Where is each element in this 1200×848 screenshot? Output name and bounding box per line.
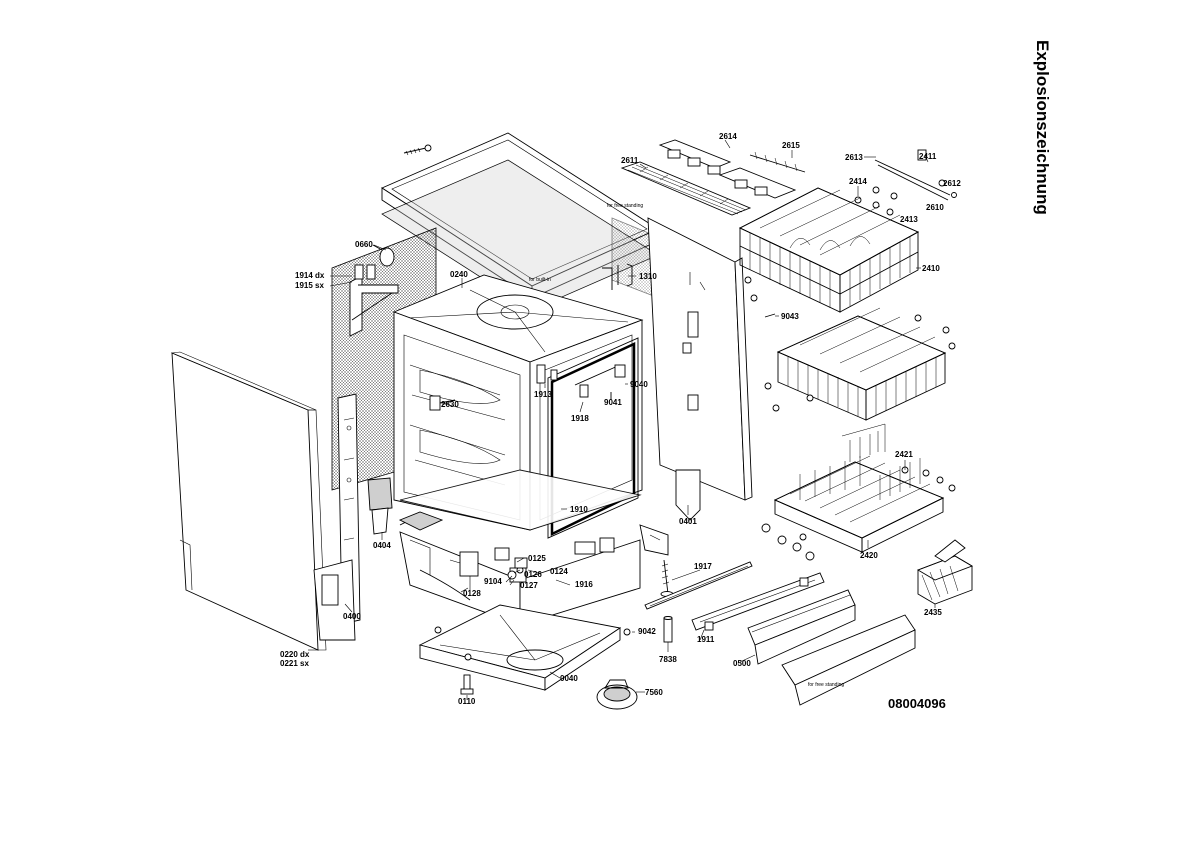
part-1918 [574,364,621,398]
label-2421: 2421 [895,450,913,459]
bracket-lower [639,524,669,556]
side-panel-0401 [647,217,753,521]
plug-0660 [372,244,395,267]
screw-9042 [623,628,631,636]
label-2411: 2411 [919,152,937,161]
rail-2615 [749,151,806,173]
part-0404 [367,477,393,535]
label-2612: 2612 [943,179,961,188]
bracket-1310 [602,263,633,290]
label-2610: 2610 [926,203,944,212]
label-1910: 1910 [570,505,588,514]
label-0125: 0125 [528,554,546,563]
label-2614: 2614 [719,132,737,141]
label-0400: 0400 [343,612,361,621]
note-built-in: for built-in [529,277,551,283]
label-0126: 0126 [524,570,542,579]
foot-0110 [460,674,474,695]
pump-7560 [596,679,638,710]
label-2615: 2615 [782,141,800,150]
note-free-standing-top: for free standing [607,203,643,209]
page-title: Explosionszeichnung [1033,40,1052,215]
rail-2611 [620,161,752,216]
label-2410: 2410 [922,264,940,273]
upper-basket-2410 [738,187,920,313]
label-2630: 2630 [441,400,459,409]
middle-basket [776,307,947,421]
part-labels: 0660 1914 dx 1915 sx 0240 1310 2611 2614… [280,132,961,706]
label-1916: 1916 [575,580,593,589]
label-1310: 1310 [639,272,657,281]
label-9041: 9041 [604,398,622,407]
label-9042: 9042 [638,627,656,636]
label-9040: 9040 [630,380,648,389]
label-9043: 9043 [781,312,799,321]
label-2414: 2414 [849,177,867,186]
plinth-panel-free [781,614,916,706]
strip-1917 [644,561,753,610]
label-0128: 0128 [463,589,481,598]
label-2420: 2420 [860,551,878,560]
label-2435: 2435 [924,608,942,617]
rail-1911 [691,572,825,631]
note-free-standing-bottom: for free standing [808,682,844,688]
label-0124: 0124 [550,567,568,576]
document-number: 08004096 [888,696,946,711]
lower-basket-2420 [773,423,945,553]
part-9040-9041 [610,364,626,400]
label-2613: 2613 [845,153,863,162]
base-pan-0040 [418,604,622,691]
label-0110: 0110 [458,697,476,706]
cutlery-basket-2435 [916,539,974,605]
label-2413: 2413 [900,215,918,224]
label-7560: 7560 [645,688,663,697]
wheels-upper [744,276,956,350]
label-1917: 1917 [694,562,712,571]
door-frame-0400 [313,393,361,641]
label-1913: 1913 [534,390,552,399]
door-panel [170,351,327,651]
label-0127: 0127 [520,581,538,590]
label-1918: 1918 [571,414,589,423]
label-1911: 1911 [697,635,715,644]
screw-top [403,144,432,156]
label-0040: 0040 [560,674,578,683]
label-1914: 1914 dx [295,271,325,280]
label-0660: 0660 [355,240,373,249]
label-0220: 0220 dx [280,650,310,659]
label-0240: 0240 [450,270,468,279]
label-9104: 9104 [484,577,502,586]
plinth-0500 [747,589,856,665]
label-7838: 7838 [659,655,677,664]
wheels-lower [761,466,956,561]
wheels-middle [764,382,814,412]
part-2630 [429,395,456,411]
label-0500: 0500 [733,659,751,668]
bracket-1914 [349,264,399,337]
stud-9043 [764,313,776,318]
label-1915: 1915 sx [295,281,324,290]
rail-2411-2610 [874,149,957,201]
label-0221: 0221 sx [280,659,309,668]
rail-2614 [658,139,797,199]
label-0404: 0404 [373,541,391,550]
leader-lines [308,139,947,700]
part-1913 [536,364,558,384]
label-0401: 0401 [679,517,697,526]
label-2611: 2611 [621,156,639,165]
tub [392,274,644,539]
